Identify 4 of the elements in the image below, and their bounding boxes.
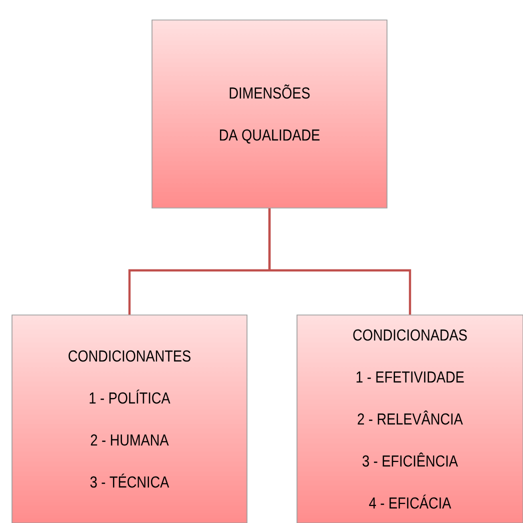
category-box: CONDICIONADAS 1 - EFETIVIDADE 2 - RELEVÂNCIA 3 - EFICIÊNCIA 4 - EFICÁCIA [296, 314, 523, 523]
connector-line [268, 208, 412, 315]
category-box: CONDICIONANTES 1 - POLÍTICA 2 - HUMANA 3 - TÉCNICA [12, 314, 248, 523]
title-box: DIMENSÕES DA QUALIDADE [152, 20, 388, 208]
